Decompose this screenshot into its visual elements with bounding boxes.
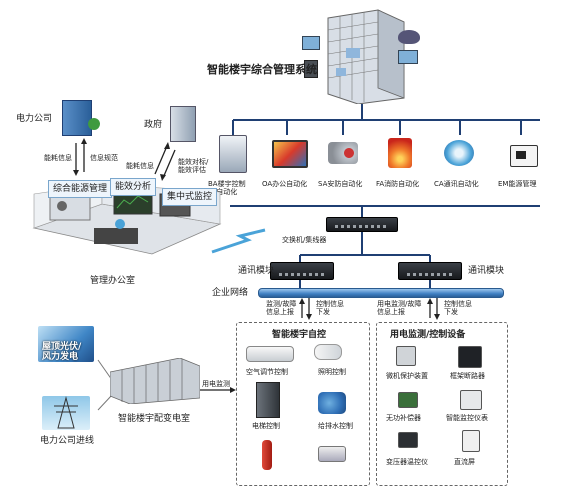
auto-control-box xyxy=(236,322,370,486)
oa-office-icon xyxy=(272,140,308,168)
smart-meter-icon xyxy=(460,390,482,410)
laptop-icon xyxy=(398,50,418,64)
power-devices-box xyxy=(376,322,508,486)
left-down-label: 控制信息 下发 xyxy=(316,300,344,317)
substation-label: 智能楼宇配变电室 xyxy=(118,414,191,424)
dc-panel-icon xyxy=(462,430,480,452)
auto-control-title: 智能楼宇自控 xyxy=(272,330,327,340)
gov-arrow-left-label: 能耗信息 xyxy=(126,162,154,170)
subsystem-oa-label: OA办公自动化 xyxy=(262,180,308,188)
efficiency-analysis-label: 能效分析 xyxy=(110,178,157,196)
switch-label: 交换机/集线器 xyxy=(282,236,327,244)
power-company-tree-icon xyxy=(88,118,100,130)
power-device-dc: 直流屏 xyxy=(454,458,475,466)
subsystem-sa-label: SA安防自动化 xyxy=(318,180,363,188)
central-monitor-label: 集中式监控 xyxy=(162,188,218,206)
power-arrow-left-label: 能耗信息 xyxy=(44,154,72,162)
right-up-label: 用电监测/故障 信息上报 xyxy=(377,300,422,317)
ca-comm-icon xyxy=(444,140,474,166)
elevator-icon xyxy=(256,382,280,418)
enterprise-network-bar xyxy=(258,288,504,298)
gov-arrow-right-label: 能效对标/ 能效评估 xyxy=(178,158,209,175)
power-device-meter: 智能监控仪表 xyxy=(446,414,488,422)
power-devices-title: 用电监测/控制设备 xyxy=(390,330,466,340)
subsystem-ca-label: CA通讯自动化 xyxy=(434,180,479,188)
light-bulb-icon xyxy=(314,344,342,360)
enterprise-network-label: 企业网络 xyxy=(212,288,249,298)
subsystem-fa-label: FA消防自动化 xyxy=(376,180,420,188)
power-device-relay: 微机保护装置 xyxy=(386,372,428,380)
fa-fire-icon xyxy=(388,138,412,168)
server-icon xyxy=(304,60,318,78)
compensator-icon xyxy=(398,392,418,408)
building-icon xyxy=(318,8,408,105)
relay-protection-icon xyxy=(396,346,416,366)
auto-control-item-elevator: 电梯控制 xyxy=(252,422,280,430)
power-tower-icon xyxy=(42,396,90,430)
solar-panel-icon xyxy=(38,326,94,362)
power-company-building-icon xyxy=(62,100,92,136)
power-company-label: 电力公司 xyxy=(16,114,53,124)
em-energy-icon xyxy=(510,145,538,167)
power-arrow-right-label: 信息规范 xyxy=(90,154,118,162)
power-device-breaker: 框架断路器 xyxy=(450,372,485,380)
comm-module-right xyxy=(398,262,462,280)
router-icon xyxy=(398,30,420,44)
temp-controller-icon xyxy=(398,432,418,448)
grid-label: 电力公司进线 xyxy=(40,436,95,446)
auto-control-item-water: 给排水控制 xyxy=(318,422,353,430)
monitor-icon xyxy=(302,36,320,50)
air-conditioner-icon xyxy=(246,346,294,362)
switch-hub xyxy=(326,217,398,232)
solar-label: 屋顶光伏/ 风力发电 xyxy=(42,342,82,363)
camera-icon xyxy=(318,446,346,462)
ba-control-icon xyxy=(219,135,247,173)
comm-module-left xyxy=(270,262,334,280)
subsystem-ba-label: BA楼宇控制 自动化 xyxy=(208,180,246,197)
auto-control-item-light: 照明控制 xyxy=(318,368,346,376)
substation-cabinets-icon xyxy=(109,357,201,405)
left-up-label: 监测/故障 信息上报 xyxy=(266,300,297,317)
energy-management-label: 综合能源管理 xyxy=(48,180,113,198)
comm-module-right-label: 通讯模块 xyxy=(468,266,505,276)
breaker-icon xyxy=(458,346,482,368)
government-building-icon xyxy=(170,106,196,142)
page-title: 智能楼宇综合管理系统 xyxy=(207,63,317,76)
office-label: 管理办公室 xyxy=(90,276,136,286)
government-label: 政府 xyxy=(144,120,163,130)
right-down-label: 控制信息 下发 xyxy=(444,300,472,317)
power-device-temp: 变压器温控仪 xyxy=(386,458,428,466)
comm-module-left-label: 通讯模块 xyxy=(238,266,275,276)
water-pump-icon xyxy=(318,392,346,414)
power-monitor-label: 用电监测 xyxy=(202,380,230,388)
power-device-compensator: 无功补偿器 xyxy=(386,414,421,422)
auto-control-item-air: 空气调节控制 xyxy=(246,368,288,376)
fire-extinguisher-icon xyxy=(262,440,272,470)
subsystem-em-label: EM能源管理 xyxy=(498,180,537,188)
sa-security-icon xyxy=(328,142,358,164)
